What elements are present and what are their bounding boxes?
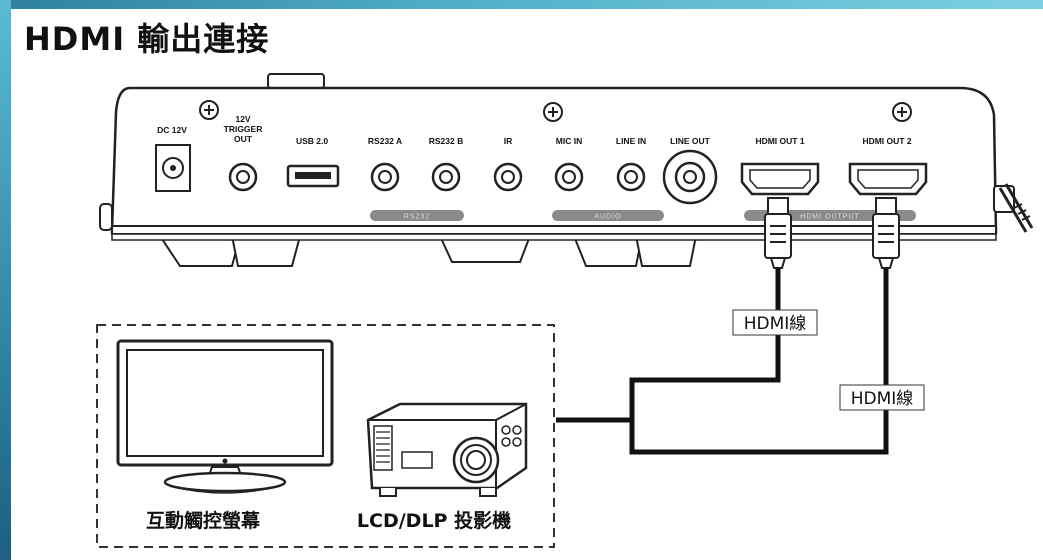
top-accent-bar [0,0,1043,9]
hdmi-plug-2 [872,197,900,269]
svg-text:RS232: RS232 [404,214,430,221]
display-devices-group-box [96,324,555,548]
left-accent-bar [0,0,11,560]
device-rear-panel: DC 12V 12V TRIGGER OUT USB 2.0 RS232 A R… [99,73,1034,267]
hdmi-cable-1 [556,268,781,423]
page-title: HDMI 輸出連接 [24,20,270,58]
cable-2-label: HDMI線 [839,384,925,411]
svg-text:HDMI線: HDMI線 [851,389,914,409]
svg-text:HDMI OUTPUT: HDMI OUTPUT [800,214,860,221]
svg-text:HDMI線: HDMI線 [744,314,807,334]
audio-group-bar: AUDIO [552,210,664,221]
trigger-out-jack [228,162,258,192]
trigger-label-line2: TRIGGER [224,124,263,134]
svg-text:AUDIO: AUDIO [594,214,621,221]
screw-icon [543,102,563,122]
dc-12v-label: DC 12V [157,125,187,135]
line-out-jack [662,149,718,205]
screw-icon [199,100,219,120]
line-in-label: LINE IN [616,136,646,146]
trigger-label-line3: OUT [234,134,253,144]
ir-jack [493,162,523,192]
antenna-connector [993,183,1034,233]
hdmi-out-2-port [848,162,928,196]
line-out-label: LINE OUT [670,136,710,146]
usb-label: USB 2.0 [296,136,328,146]
rs232-group-bar: RS232 [370,210,464,221]
hdmi-out-1-port [740,162,820,196]
cable-1-label: HDMI線 [732,309,818,336]
ir-label: IR [504,136,513,146]
projector-label: LCD/DLP 投影機 [357,509,511,532]
hdmi-out-1-label: HDMI OUT 1 [755,136,804,146]
mic-in-label: MIC IN [556,136,582,146]
monitor-icon [116,339,334,494]
hdmi-cable-2 [629,268,889,455]
rs232a-jack [370,162,400,192]
mic-in-jack [554,162,584,192]
projector-icon [366,402,528,497]
hdmi-out-2-label: HDMI OUT 2 [862,136,911,146]
dc-jack [155,144,191,192]
usb-port [286,164,340,188]
rs232b-label: RS232 B [429,136,464,146]
trigger-label-line1: 12V [235,114,250,124]
line-in-jack [616,162,646,192]
rs232a-label: RS232 A [368,136,402,146]
rs232b-jack [431,162,461,192]
screw-icon [892,102,912,122]
monitor-label: 互動觸控螢幕 [146,509,261,532]
hdmi-plug-1 [764,197,792,269]
